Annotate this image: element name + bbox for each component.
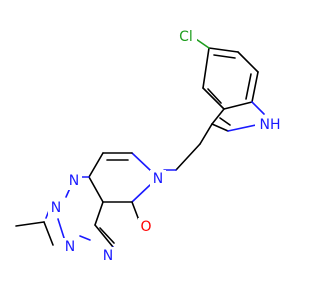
bond bbox=[94, 201, 104, 226]
bond bbox=[88, 152, 104, 178]
ethyl-linker bbox=[163, 123, 213, 171]
bond bbox=[211, 108, 225, 125]
bond bbox=[131, 152, 151, 171]
bond bbox=[251, 71, 259, 103]
atom-labels: Cl NH N O N N N N bbox=[48, 28, 285, 265]
n-triazole-1-label: N bbox=[69, 173, 79, 189]
pyridinone-ring bbox=[88, 152, 151, 224]
bond bbox=[79, 235, 91, 241]
bond bbox=[175, 143, 201, 171]
bond bbox=[99, 227, 115, 244]
bond bbox=[245, 73, 252, 100]
chlorine-label: Cl bbox=[179, 29, 193, 45]
n-pyrimidine-label: N bbox=[103, 248, 113, 264]
bond bbox=[94, 224, 114, 248]
oxygen-label: O bbox=[140, 219, 151, 235]
bond bbox=[208, 47, 239, 53]
bond bbox=[43, 221, 54, 246]
bond bbox=[213, 54, 236, 59]
bond bbox=[15, 221, 45, 227]
molecule-structure: Cl NH N O N N N N bbox=[15, 28, 285, 265]
bond bbox=[202, 87, 225, 110]
bond bbox=[237, 51, 259, 73]
bond bbox=[202, 47, 210, 89]
bond bbox=[207, 88, 222, 104]
bond bbox=[88, 176, 104, 203]
bond bbox=[223, 101, 253, 110]
indole-nh-label: NH bbox=[260, 117, 281, 133]
bond bbox=[227, 124, 257, 132]
n-alkyl-label: N bbox=[153, 171, 163, 187]
bond bbox=[199, 123, 213, 145]
n-triazole-2-label: N bbox=[51, 200, 61, 216]
n-triazole-3-label: N bbox=[65, 239, 75, 255]
bond bbox=[211, 123, 229, 132]
indole-ring bbox=[192, 36, 265, 132]
bond bbox=[219, 117, 231, 126]
bond bbox=[131, 184, 151, 203]
bond bbox=[57, 218, 66, 242]
bond bbox=[251, 101, 265, 115]
